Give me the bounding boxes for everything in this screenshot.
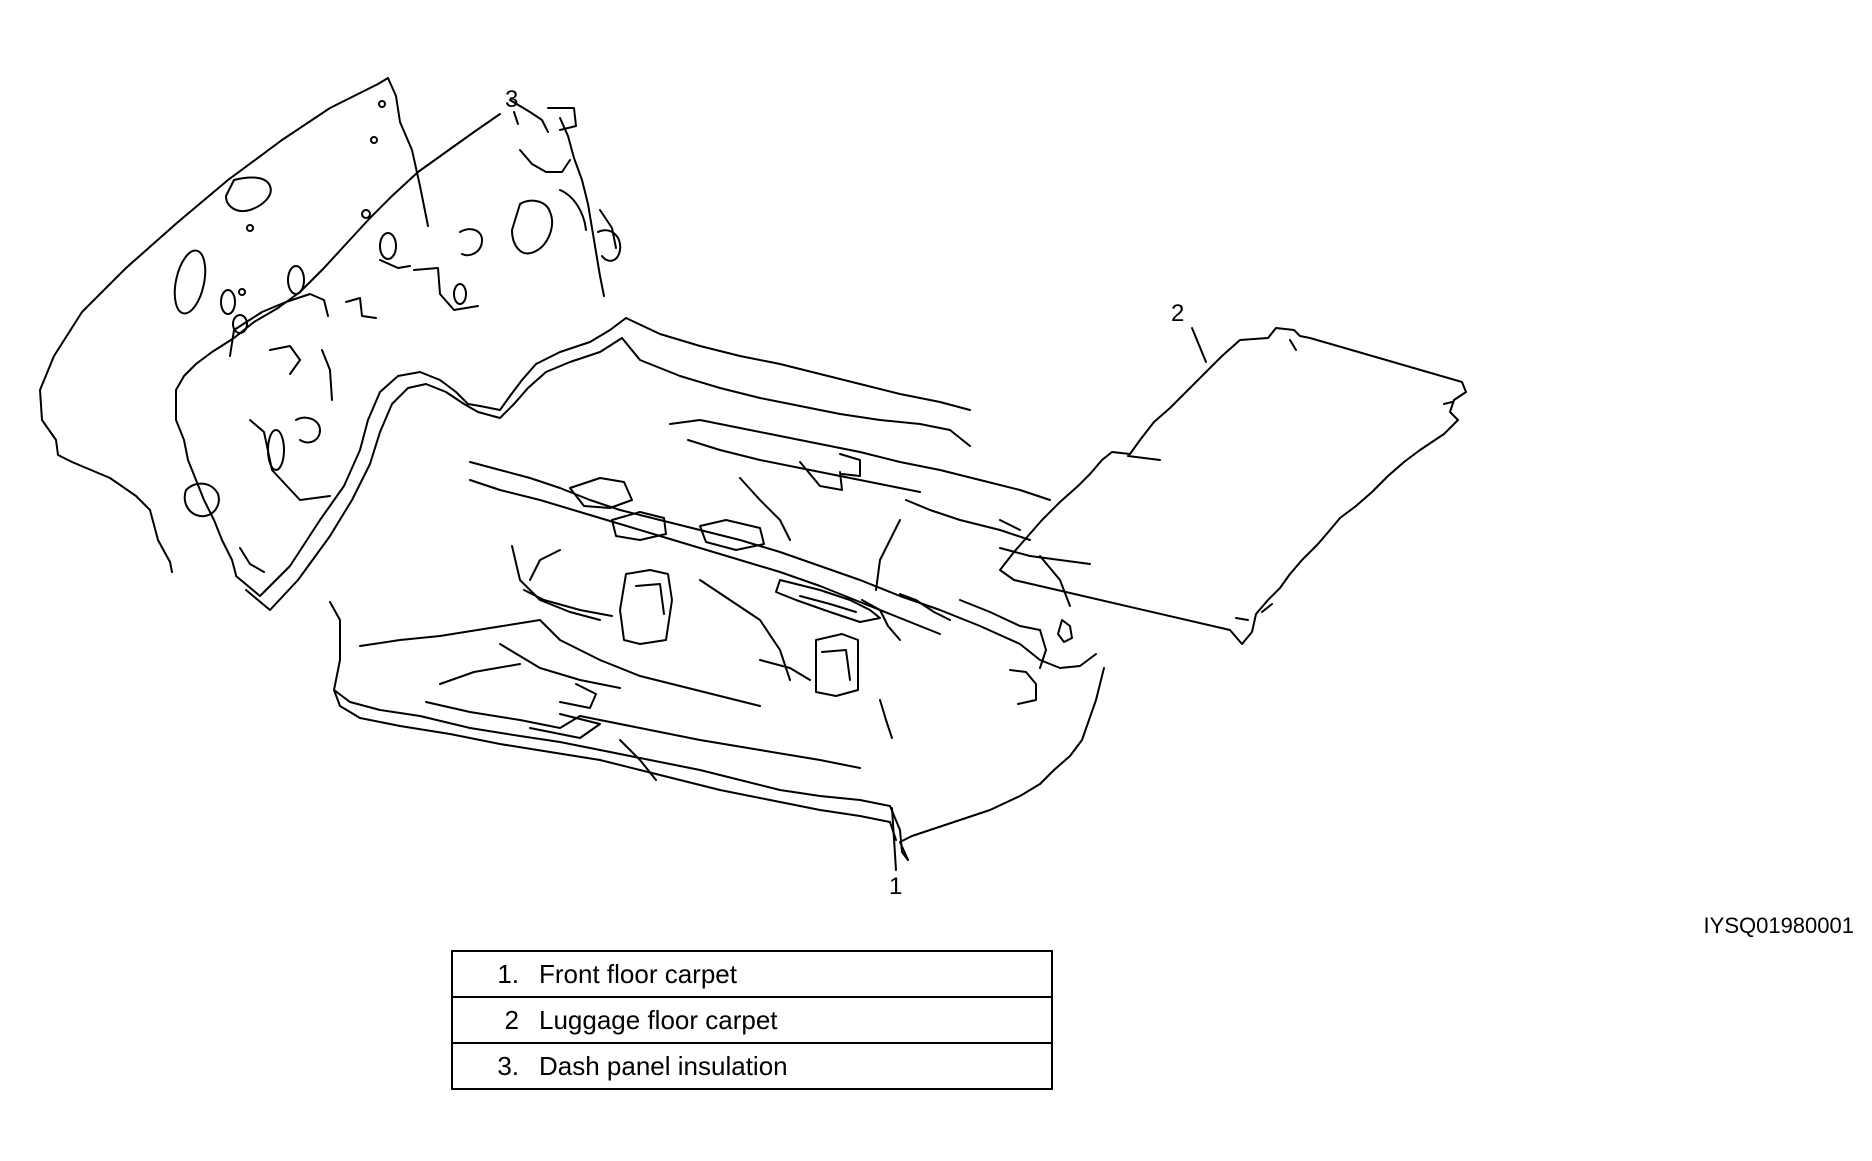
leader-lines: [513, 111, 1207, 871]
legend-part-name: Front floor carpet: [539, 958, 737, 989]
dash-panel-insulation: [39, 77, 605, 576]
callout-1: 1: [889, 873, 903, 900]
legend-number: 3.: [497, 1050, 519, 1081]
legend-number: 2: [504, 1004, 519, 1035]
callout-2: 2: [1171, 300, 1185, 327]
parts-legend-table: 1. Front floor carpet 2 Luggage floor ca…: [451, 950, 1053, 1090]
legend-row: 1. Front floor carpet: [453, 952, 1051, 996]
legend-row: 2 Luggage floor carpet: [453, 996, 1051, 1042]
image-code: IYSQ01980001: [1703, 913, 1854, 938]
legend-part-name: Luggage floor carpet: [539, 1004, 778, 1035]
luggage-floor-carpet: [999, 327, 1467, 645]
callout-3: 3: [505, 86, 519, 113]
legend-row: 3. Dash panel insulation: [453, 1042, 1051, 1088]
front-floor-carpet: [235, 209, 1105, 861]
legend-part-name: Dash panel insulation: [539, 1050, 788, 1081]
legend-number: 1.: [497, 958, 519, 989]
